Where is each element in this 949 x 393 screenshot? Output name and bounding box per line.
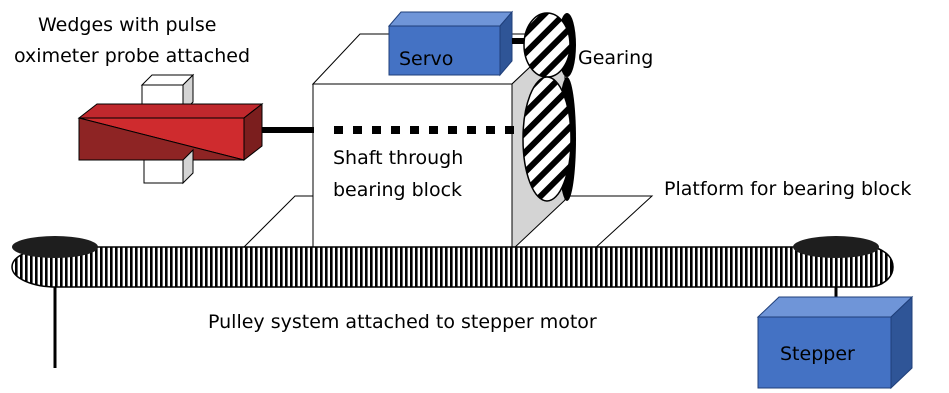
servo-box: Servo	[387, 10, 514, 77]
wedges-label-line1: Wedges with pulse	[38, 14, 216, 36]
left-pulley	[12, 236, 98, 258]
gearing-label: Gearing	[578, 47, 653, 69]
stepper-label: Stepper	[780, 343, 855, 365]
wedges-label-line2: oximeter probe attached	[14, 45, 250, 67]
pulley-belt	[11, 236, 894, 288]
servo-label: Servo	[399, 48, 453, 70]
shaft-label-line1: Shaft through	[333, 147, 463, 169]
pulley-label: Pulley system attached to stepper motor	[208, 311, 597, 333]
platform-label: Platform for bearing block	[664, 178, 911, 200]
servo-shaft	[512, 38, 532, 44]
shaft-solid	[259, 127, 314, 133]
wedge-bottom-block	[143, 148, 194, 185]
shaft-label-line2: bearing block	[333, 179, 462, 201]
right-pulley	[793, 236, 879, 258]
wedge-red-prism	[77, 102, 264, 162]
gearing	[522, 12, 576, 202]
stepper-box: Stepper	[756, 295, 914, 390]
